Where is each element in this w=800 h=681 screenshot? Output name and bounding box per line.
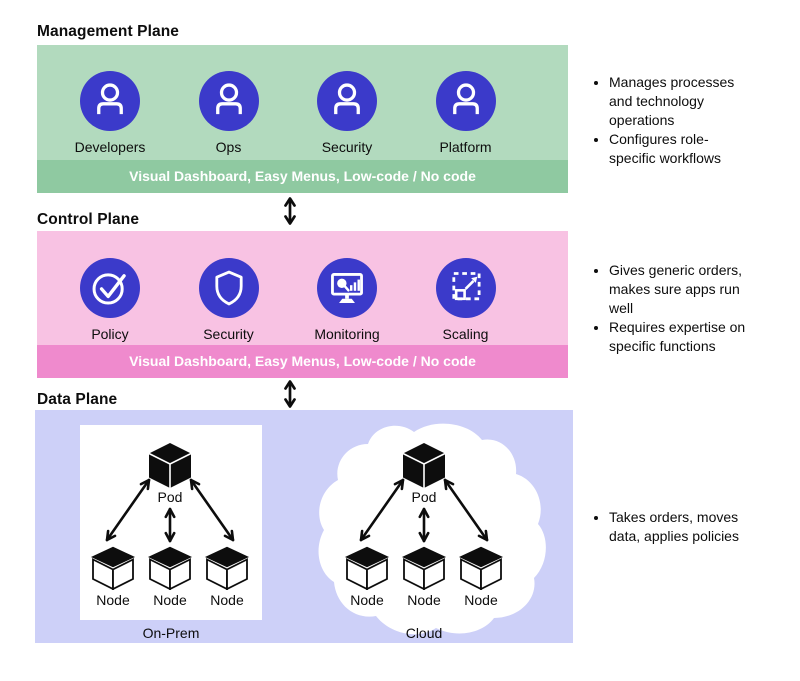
- note-item: Takes orders, moves data, applies polici…: [609, 508, 751, 546]
- shield-icon: [198, 258, 259, 318]
- double-headed-arrow-icon: [284, 197, 296, 225]
- note-item: Gives generic orders, makes sure apps ru…: [609, 261, 751, 318]
- person-icon: [80, 71, 140, 131]
- monitor-chart-magnifier-icon: [317, 258, 377, 318]
- cloud-label: Cloud: [405, 625, 443, 641]
- management-plane-notes: Manages processes and technology operati…: [592, 73, 751, 168]
- node-label: Node: [210, 592, 244, 608]
- resize-expand-icon: [435, 258, 496, 318]
- cube-outline-icon: [402, 546, 446, 590]
- control-banner: Visual Dashboard, Easy Menus, Low-code /…: [37, 345, 568, 378]
- pod-node-arrows: [359, 478, 489, 543]
- note-item: Requires expertise on specific functions: [609, 318, 751, 356]
- double-headed-arrow-icon: [284, 380, 296, 408]
- item-label: Security: [321, 139, 373, 155]
- cloud-cluster: Pod: [339, 442, 509, 608]
- cube-outline-icon: [459, 546, 503, 590]
- item-label: Platform: [439, 139, 492, 155]
- item-label: Scaling: [442, 326, 489, 342]
- person-icon: [317, 71, 377, 131]
- control-plane-title: Control Plane: [37, 211, 140, 228]
- cube-solid-icon: [148, 443, 192, 488]
- cube-outline-icon: [91, 546, 135, 590]
- cube-outline-icon: [148, 546, 192, 590]
- management-plane-title: Management Plane: [37, 23, 180, 40]
- note-item: Configures role-specific workflows: [609, 130, 751, 168]
- note-item: Manages processes and technology operati…: [609, 73, 751, 130]
- control-item-policy: Policy: [55, 258, 165, 342]
- node-label: Node: [96, 592, 130, 608]
- management-item-security: Security: [292, 71, 402, 155]
- management-banner: Visual Dashboard, Easy Menus, Low-code /…: [37, 160, 568, 193]
- cube-outline-icon: [345, 546, 389, 590]
- check-circle-icon: [80, 258, 140, 318]
- node-label: Node: [350, 592, 384, 608]
- data-plane-title: Data Plane: [37, 391, 118, 408]
- control-item-scaling: Scaling: [411, 258, 521, 342]
- person-icon: [435, 71, 496, 131]
- cube-solid-icon: [402, 443, 446, 488]
- data-plane-box: Pod: [35, 410, 573, 643]
- onprem-cluster: Pod: [85, 442, 255, 608]
- person-icon: [198, 71, 259, 131]
- pod-label: Pod: [157, 489, 183, 505]
- pod-label: Pod: [411, 489, 437, 505]
- cube-outline-icon: [205, 546, 249, 590]
- control-item-monitoring: Monitoring: [292, 258, 402, 342]
- control-plane-box: Policy Security: [37, 231, 568, 378]
- control-plane-notes: Gives generic orders, makes sure apps ru…: [592, 261, 751, 356]
- node-label: Node: [464, 592, 498, 608]
- onprem-label: On-Prem: [142, 625, 200, 641]
- item-label: Security: [203, 326, 254, 342]
- item-label: Policy: [91, 326, 129, 342]
- management-item-developers: Developers: [55, 71, 165, 155]
- item-label: Ops: [215, 139, 242, 155]
- management-item-ops: Ops: [174, 71, 284, 155]
- node-label: Node: [407, 592, 441, 608]
- node-label: Node: [153, 592, 187, 608]
- pod-node-arrows: [105, 478, 235, 543]
- item-label: Developers: [74, 139, 146, 155]
- data-plane-notes: Takes orders, moves data, applies polici…: [592, 508, 751, 546]
- item-label: Monitoring: [314, 326, 380, 342]
- management-plane-box: Developers Ops Security: [37, 45, 568, 193]
- management-item-platform: Platform: [411, 71, 521, 155]
- control-item-security: Security: [174, 258, 284, 342]
